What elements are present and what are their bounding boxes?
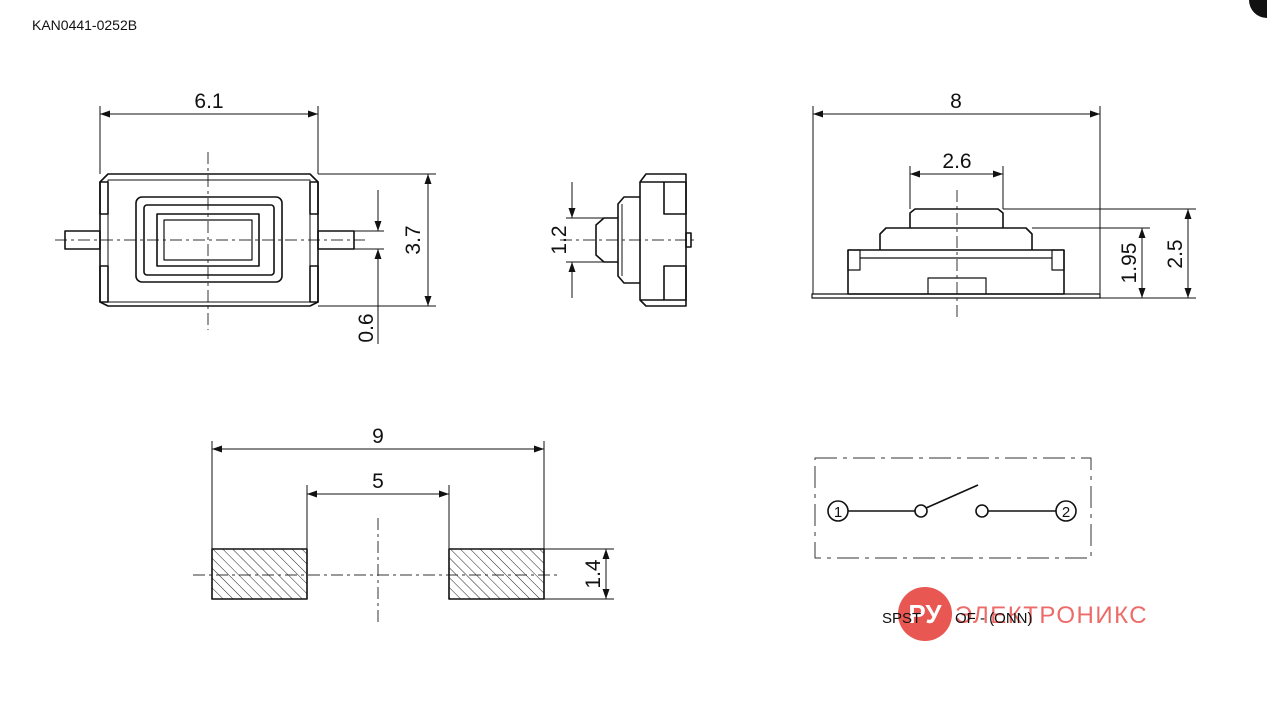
dim-side-actuator: 1.2 — [548, 225, 571, 254]
switch-type-label: SPST — [882, 610, 921, 627]
terminal-1-label: 1 — [834, 504, 842, 521]
dim-front-width: 8 — [950, 90, 962, 113]
side-view-housing — [617, 196, 640, 284]
dimension-lines — [100, 110, 1192, 599]
dim-front-actuator: 2.6 — [942, 150, 971, 173]
watermark-logo-circle — [898, 587, 952, 641]
dim-top-width: 6.1 — [194, 90, 223, 113]
top-view-actuator — [156, 213, 260, 267]
watermark-brand-text: ЭЛЕКТРОНИКС — [955, 602, 1148, 629]
side-view — [560, 173, 698, 307]
pad-layout — [193, 441, 614, 622]
switch-contact-left — [914, 504, 928, 518]
dim-front-body-height: 1.95 — [1118, 243, 1141, 284]
top-view-left-pin — [64, 230, 101, 250]
front-view-actuator — [909, 208, 1004, 228]
dim-pad-height: 1.4 — [582, 559, 605, 589]
top-view-cavity — [135, 196, 283, 283]
terminal-2-label: 2 — [1062, 504, 1070, 521]
switch-blade — [925, 484, 979, 509]
part-code-label: KAN0441-0252B — [32, 17, 138, 33]
dim-front-total-height: 2.5 — [1164, 239, 1187, 268]
side-view-actuator — [595, 217, 618, 263]
front-view-pins — [811, 293, 1101, 299]
dim-pin-width: 0.6 — [355, 313, 378, 342]
watermark-logo-text: РУ — [908, 599, 942, 629]
watermark: РУ ЭЛЕКТРОНИКС — [898, 587, 1148, 641]
left-pad — [211, 548, 308, 600]
front-view-housing — [879, 227, 1033, 250]
schematic-frame — [814, 457, 1092, 559]
top-view-right-pin — [317, 230, 355, 250]
dim-top-height: 3.7 — [402, 225, 425, 254]
switch-contact-right — [975, 504, 989, 518]
dim-pad-gap: 5 — [372, 470, 384, 493]
right-pad — [448, 548, 545, 600]
top-view — [55, 106, 436, 330]
front-view-body — [847, 249, 1065, 295]
front-view — [811, 106, 1196, 318]
switch-schematic — [814, 457, 1092, 559]
switch-action-label: OF - (ONN) — [955, 610, 1032, 627]
top-view-centerlines — [55, 152, 365, 330]
dim-pad-span: 9 — [372, 425, 384, 448]
